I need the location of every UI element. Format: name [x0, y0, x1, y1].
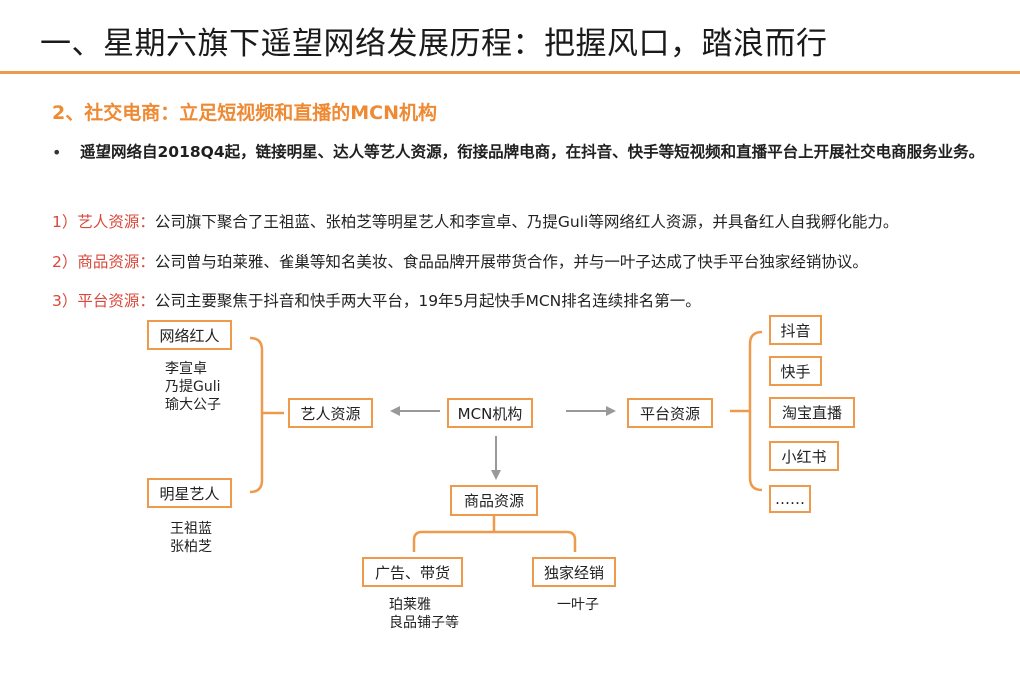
node-platform-resources: 平台资源 [627, 398, 713, 428]
platform-taobao-live: 淘宝直播 [769, 397, 855, 428]
section-subtitle: 2、社交电商：立足短视频和直播的MCN机构 [52, 102, 437, 124]
node-star: 明星艺人 [147, 478, 232, 508]
platform-xiaohongshu: 小红书 [769, 441, 839, 471]
influencer-name: 瑜大公子 [165, 397, 221, 413]
left-bracket [249, 336, 264, 494]
node-goods-resources: 商品资源 [450, 485, 538, 516]
platform-kuaishou: 快手 [769, 356, 822, 386]
influencer-name: 乃提Guli [165, 379, 221, 395]
platform-douyin: 抖音 [769, 315, 822, 345]
goods-bracket [412, 530, 577, 552]
node-exclusive: 独家经销 [532, 557, 616, 587]
bullet-text: 遥望网络自2018Q4起，链接明星、达人等艺人资源，衔接品牌电商，在抖音、快手等… [80, 143, 985, 161]
item-platform-resources: 3）平台资源：公司主要聚焦于抖音和快手两大平台，19年5月起快手MCN排名连续排… [52, 289, 701, 311]
influencer-names: 李宣卓 乃提Guli 瑜大公子 [165, 360, 221, 414]
item-goods-resources: 2）商品资源：公司曾与珀莱雅、雀巢等知名美妆、食品品牌开展带货合作，并与一叶子达… [52, 250, 868, 272]
node-ads: 广告、带货 [362, 557, 463, 587]
item-text: 公司旗下聚合了王祖蓝、张柏芝等明星艺人和李宣卓、乃提Guli等网络红人资源，并具… [154, 213, 899, 231]
item-label: 1）艺人资源： [52, 213, 155, 231]
exclusive-names: 一叶子 [557, 596, 599, 614]
star-name: 张柏芝 [170, 539, 212, 555]
item-text: 公司主要聚焦于抖音和快手两大平台，19年5月起快手MCN排名连续排名第一。 [154, 292, 701, 310]
platform-more: …… [769, 485, 811, 513]
item-text: 公司曾与珀莱雅、雀巢等知名美妆、食品品牌开展带货合作，并与一叶子达成了快手平台独… [154, 253, 868, 271]
item-label: 2）商品资源： [52, 253, 155, 271]
star-name: 王祖蓝 [170, 521, 212, 537]
node-artist-resources: 艺人资源 [288, 398, 373, 428]
ads-names: 珀莱雅 良品铺子等 [389, 596, 459, 632]
node-mcn: MCN机构 [447, 398, 533, 428]
item-label: 3）平台资源： [52, 292, 155, 310]
influencer-name: 李宣卓 [165, 361, 207, 377]
exclusive-name: 一叶子 [557, 597, 599, 613]
bullet-dot-icon: • [52, 143, 62, 162]
title-divider [0, 71, 1020, 74]
ads-name: 珀莱雅 [389, 597, 431, 613]
node-influencer: 网络红人 [147, 320, 232, 350]
star-names: 王祖蓝 张柏芝 [170, 520, 212, 556]
page-title: 一、星期六旗下遥望网络发展历程：把握风口，踏浪而行 [40, 26, 828, 62]
item-artist-resources: 1）艺人资源：公司旗下聚合了王祖蓝、张柏芝等明星艺人和李宣卓、乃提Guli等网络… [52, 210, 898, 232]
right-bracket [748, 330, 763, 492]
ads-name: 良品铺子等 [389, 615, 459, 631]
